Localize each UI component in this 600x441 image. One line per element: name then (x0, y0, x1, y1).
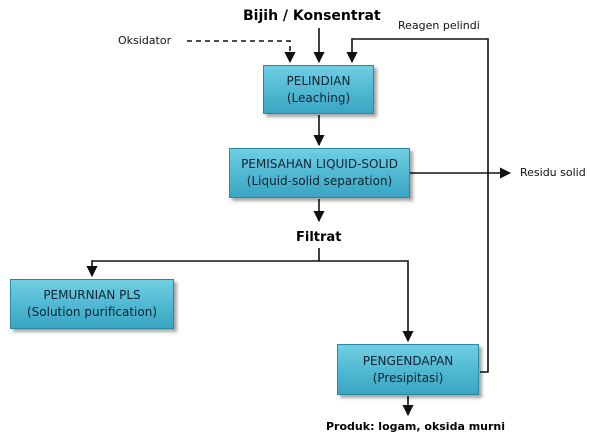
precipitation-title: PENGENDAPAN (362, 353, 454, 368)
purification-subtitle: (Solution purification) (26, 305, 158, 319)
arrow-oxidant-to-leaching (187, 40, 296, 64)
leaching-subtitle: (Leaching) (286, 90, 351, 105)
leaching-box: PELINDIAN (Leaching) (263, 65, 374, 114)
filtrate-label: Filtrat (296, 230, 342, 245)
precipitation-subtitle: (Presipitasi) (372, 370, 444, 385)
residue-output-label: Residu solid (520, 166, 586, 179)
oxidant-input-label: Oksidator (118, 34, 172, 47)
arrow-filtrate-to-precipitation (319, 260, 414, 343)
arrow-reagent-recycle (346, 38, 489, 373)
purification-title: PEMURNIAN PLS (43, 288, 141, 302)
arrow-filtrate-to-purification (86, 260, 319, 278)
precipitation-box: PENGENDAPAN (Presipitasi) (337, 344, 479, 395)
reagent-input-label: Reagen pelindi (398, 19, 480, 32)
purification-box: PEMURNIAN PLS (Solution purification) (10, 279, 174, 329)
leaching-title: PELINDIAN (286, 73, 351, 88)
separation-box: PEMISAHAN LIQUID-SOLID (Liquid-solid sep… (229, 148, 410, 198)
separation-subtitle: (Liquid-solid separation) (246, 174, 393, 188)
separation-title: PEMISAHAN LIQUID-SOLID (241, 157, 398, 171)
product-output-label: Produk: logam, oksida murni (326, 420, 506, 433)
ore-input-label: Bijih / Konsentrat (243, 8, 381, 24)
